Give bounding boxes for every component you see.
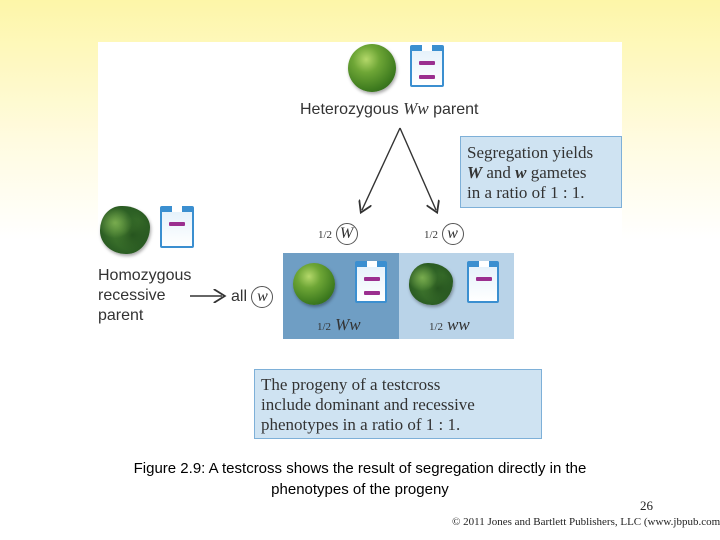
smooth-pea-icon xyxy=(293,263,335,305)
slide-number: 26 xyxy=(640,498,653,513)
dominant-allele-bar xyxy=(419,61,435,65)
genotype-text: Ww xyxy=(403,99,429,118)
note-line: in a ratio of 1 : 1. xyxy=(467,183,585,202)
all-gametes-label: all w xyxy=(231,286,274,308)
fraction-text: 1/2 xyxy=(424,229,439,241)
wrinkled-pea-icon xyxy=(409,263,453,305)
genotype-text: Ww xyxy=(335,315,361,334)
caption-line: phenotypes of the progeny xyxy=(271,481,449,498)
progeny-genotype: 1/2 Ww xyxy=(317,315,361,335)
allele-circle: W xyxy=(335,223,358,245)
note-text: gametes xyxy=(526,163,587,182)
chromosome-pair-icon xyxy=(467,261,499,303)
smooth-pea-icon xyxy=(348,44,396,92)
label-line: recessive xyxy=(98,287,166,304)
copyright-notice: © 2011 Jones and Bartlett Publishers, LL… xyxy=(452,516,720,528)
recessive-allele-bar xyxy=(169,222,185,226)
chromosome-pair-icon xyxy=(160,206,194,248)
caption-line: Figure 2.9: A testcross shows the result… xyxy=(133,460,587,477)
note-line: include dominant and recessive xyxy=(261,395,475,414)
dominant-allele-bar xyxy=(364,277,380,281)
chromosome-pair-icon xyxy=(355,261,387,303)
wrinkled-pea-icon xyxy=(100,206,150,254)
progeny-dominant-box: 1/2 Ww xyxy=(283,253,399,339)
progeny-genotype: 1/2 ww xyxy=(429,315,470,335)
gamete-left: 1/2 W xyxy=(318,223,358,245)
dominant-allele-bar xyxy=(364,291,380,295)
allele-text: w xyxy=(515,163,527,182)
label-text: all xyxy=(231,288,248,305)
note-line: phenotypes in a ratio of 1 : 1. xyxy=(261,415,461,434)
homozygous-parent-label: Homozygous recessive parent xyxy=(98,266,191,326)
recessive-allele-bar xyxy=(476,277,492,281)
label-line: parent xyxy=(98,307,144,324)
note-line: Segregation yields xyxy=(467,143,594,162)
segregation-note: Segregation yields W and w gametes in a … xyxy=(460,136,622,208)
note-text: and xyxy=(482,163,516,182)
dominant-allele-bar xyxy=(419,75,435,79)
progeny-recessive-box: 1/2 ww xyxy=(399,253,514,339)
allele-circle: w xyxy=(441,223,464,245)
gamete-right: 1/2 w xyxy=(424,223,464,245)
fraction-text: 1/2 xyxy=(318,229,333,241)
figure-caption: Figure 2.9: A testcross shows the result… xyxy=(40,458,680,500)
genotype-text: ww xyxy=(447,315,470,334)
label-line: Homozygous xyxy=(98,267,192,284)
label-text: Heterozygous xyxy=(300,101,399,118)
label-text: parent xyxy=(433,101,479,118)
chromosome-pair-icon xyxy=(410,45,444,87)
fraction-text: 1/2 xyxy=(429,321,444,333)
fraction-text: 1/2 xyxy=(317,321,332,333)
progeny-note: The progeny of a testcross include domin… xyxy=(254,369,542,439)
note-line: W and w gametes xyxy=(467,163,615,183)
allele-circle: w xyxy=(251,286,274,308)
heterozygous-parent-label: Heterozygous Ww parent xyxy=(300,99,479,119)
allele-text: W xyxy=(467,163,483,182)
note-line: The progeny of a testcross xyxy=(261,375,441,394)
